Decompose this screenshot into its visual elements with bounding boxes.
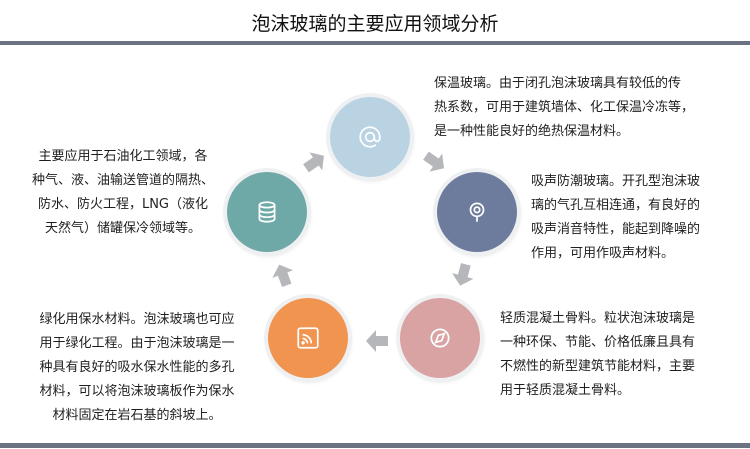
database-icon — [258, 201, 276, 223]
greening-water-retention-text: 绿化用保水材料。泡沫玻璃也可应 用于绿化工程。由于泡沫玻璃是一 种具有良好的吸水… — [39, 312, 235, 423]
petrochemical-text: 主要应用于石油化工领域，各 种气、液、油输送管道的隔热、 防水、防火工程，LNG… — [31, 149, 214, 236]
lightweight-aggregate-text: 轻质混凝土骨料。粒状泡沫玻璃是 一种环保、节能、价格低廉且具有 不燃性的新型建筑… — [500, 311, 696, 398]
insulation-glass-text: 保温玻璃。由于闭孔泡沫玻璃具有较低的传 热系数，可用于建筑墙体、化工保温冷冻等，… — [434, 76, 695, 139]
bottom-divider — [0, 443, 750, 448]
insulation-glass-node — [330, 97, 410, 177]
rss-feed-icon — [297, 327, 319, 349]
arrow-icon — [366, 330, 388, 352]
arrow-icon — [452, 263, 474, 286]
sound-absorbing-glass-node — [437, 172, 517, 252]
arrow-icon — [303, 152, 325, 173]
top-divider — [0, 41, 750, 45]
target-pin-icon — [469, 202, 485, 222]
greening-water-retention-node — [268, 298, 348, 378]
arrow-icon — [272, 264, 293, 288]
lightweight-aggregate-node — [400, 298, 480, 378]
compass-icon — [430, 328, 450, 348]
petrochemical-node — [227, 172, 307, 252]
sound-absorbing-glass-text: 吸声防潮玻璃。开孔型泡沫玻 璃的气孔互相连通，有良好的 吸声消音特性，能起到降噪… — [531, 174, 701, 261]
page-title: 泡沫玻璃的主要应用领域分析 — [251, 13, 499, 35]
arrow-icon — [423, 151, 445, 172]
at-sign-icon — [359, 126, 381, 148]
